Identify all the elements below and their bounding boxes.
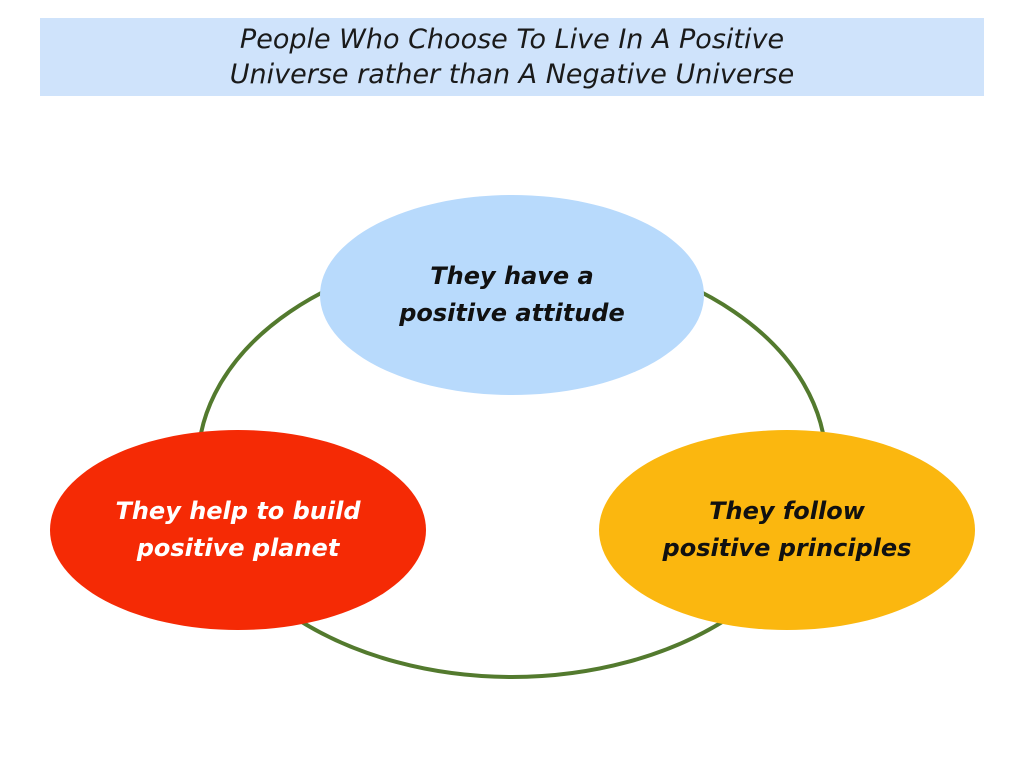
node-positive-attitude-line-1: They have a xyxy=(430,262,594,290)
node-positive-planet-line-1: They help to build xyxy=(115,497,361,525)
title-line-2: Universe rather than A Negative Universe xyxy=(229,59,795,90)
node-positive-attitude-line-2: positive attitude xyxy=(399,299,625,327)
title-banner: People Who Choose To Live In A Positive … xyxy=(40,18,984,96)
title-line-1: People Who Choose To Live In A Positive xyxy=(239,24,785,55)
node-positive-principles-line-2: positive principles xyxy=(662,534,912,562)
node-positive-principles-line-1: They follow xyxy=(709,497,865,525)
node-positive-planet: They help to build positive planet xyxy=(50,430,426,630)
node-positive-attitude: They have a positive attitude xyxy=(320,195,704,395)
node-positive-principles: They follow positive principles xyxy=(599,430,975,630)
node-positive-planet-line-2: positive planet xyxy=(136,534,340,562)
